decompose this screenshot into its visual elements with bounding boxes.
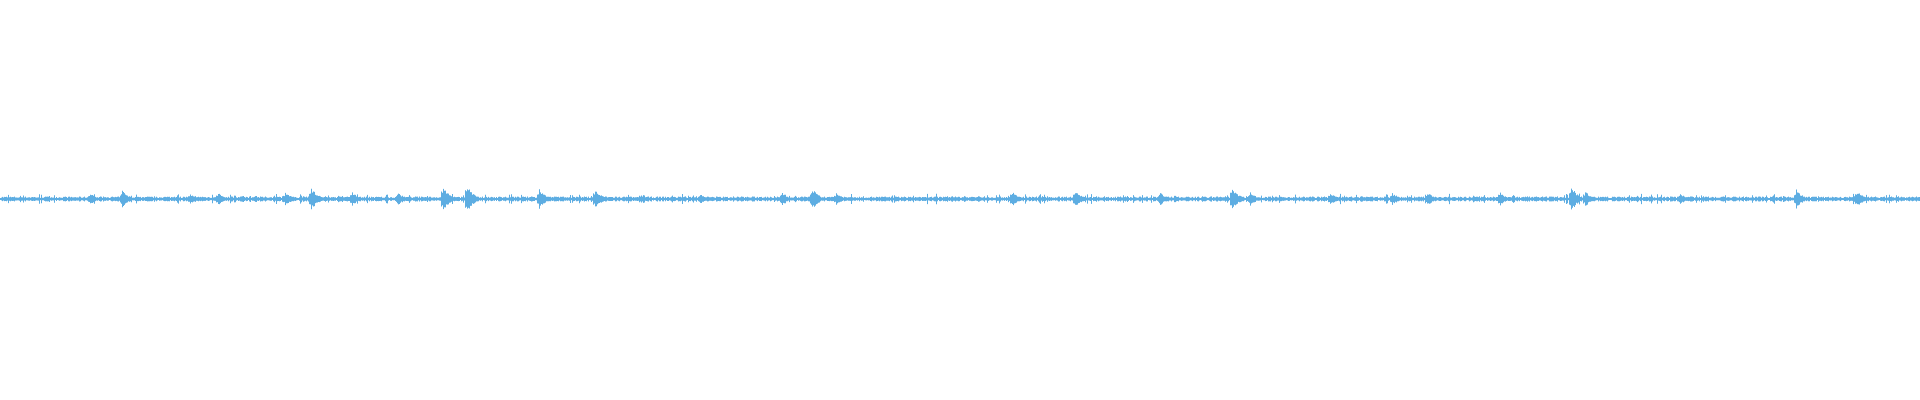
- waveform-path: [0, 188, 1920, 210]
- waveform-bars: [0, 188, 1920, 210]
